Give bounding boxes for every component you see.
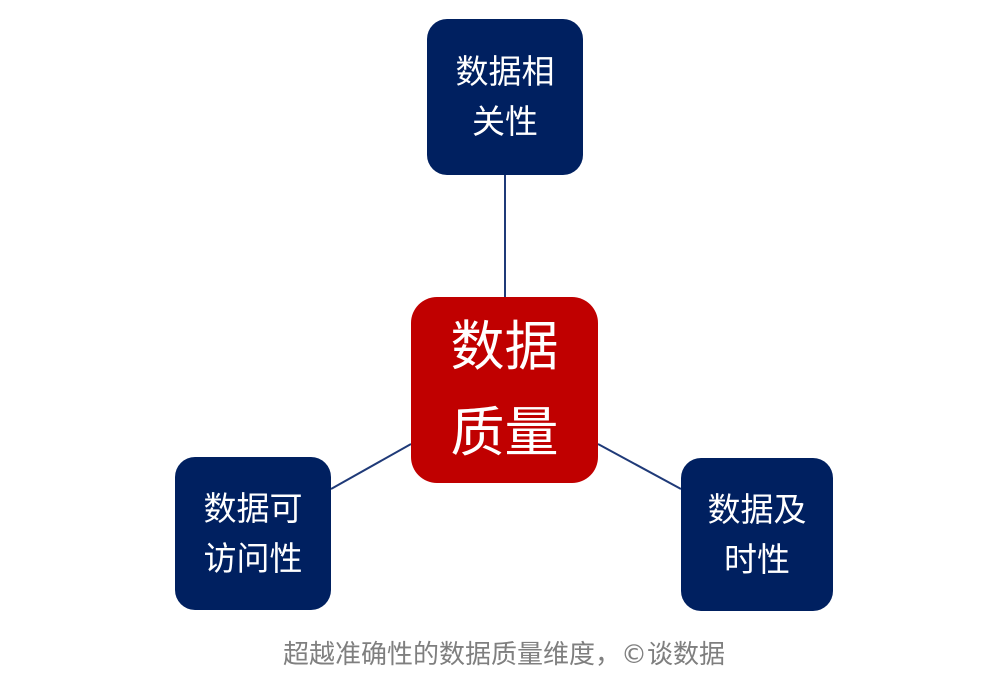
node-data-accessibility: 数据可访问性	[175, 457, 331, 610]
node-data-timeliness-label: 数据及时性	[707, 489, 807, 579]
figure-caption: 超越准确性的数据质量维度，©谈数据	[282, 640, 725, 670]
node-data-relevance: 数据相关性	[427, 19, 583, 175]
node-data-quality-label: 数据质量	[450, 315, 559, 464]
node-data-quality: 数据质量	[411, 297, 598, 483]
node-data-timeliness: 数据及时性	[681, 458, 833, 611]
connector-center-to-right	[597, 443, 682, 490]
node-data-accessibility-label: 数据可访问性	[203, 488, 303, 578]
node-data-relevance-label: 数据相关性	[455, 52, 555, 141]
connector-center-to-left	[330, 443, 412, 490]
